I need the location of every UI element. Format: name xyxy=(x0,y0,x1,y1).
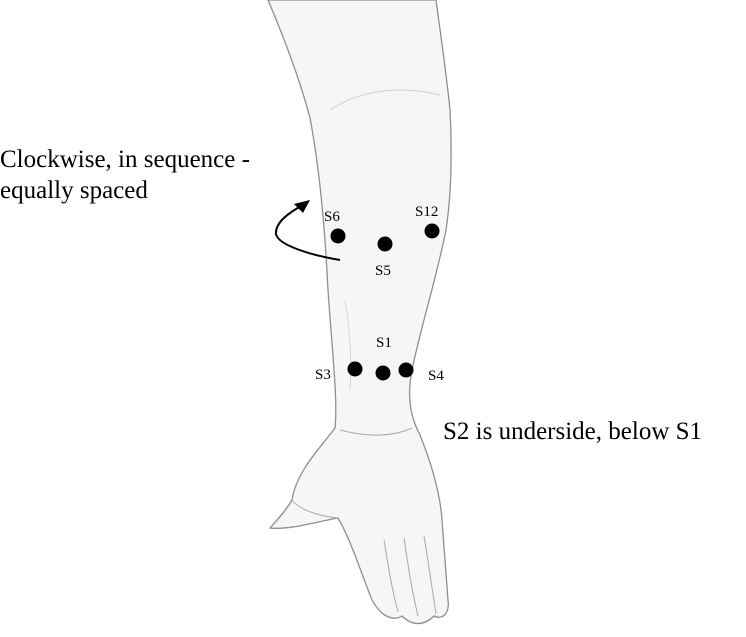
clockwise-note: Clockwise, in sequence - equally spaced xyxy=(0,144,250,206)
sensor-marker-s1 xyxy=(375,365,391,381)
sensor-label-s1: S1 xyxy=(376,335,392,351)
sensor-marker-s12 xyxy=(424,223,440,239)
sensor-label-s4: S4 xyxy=(428,368,444,384)
sensor-marker-s6 xyxy=(330,228,346,244)
finger-line-3 xyxy=(423,535,437,615)
forearm-shading-2 xyxy=(344,299,352,391)
finger-line-2 xyxy=(403,537,419,617)
underside-note: S2 is underside, below S1 xyxy=(443,418,703,445)
finger-line-1 xyxy=(383,539,399,613)
sensor-label-s5: S5 xyxy=(375,263,391,279)
sensor-label-s12: S12 xyxy=(415,204,438,220)
sensor-marker-s3 xyxy=(347,361,363,377)
sensor-marker-s4 xyxy=(398,362,414,378)
thumb-line xyxy=(291,499,339,519)
wrist-crease xyxy=(339,427,413,436)
clockwise-arrow xyxy=(275,204,341,261)
forearm-shading xyxy=(329,89,441,111)
sensor-marker-s5 xyxy=(377,236,393,252)
arrow-head-icon xyxy=(294,200,310,213)
sensor-label-s6: S6 xyxy=(324,209,340,225)
clockwise-note-line-2: equally spaced xyxy=(0,177,148,204)
clockwise-note-line-1: Clockwise, in sequence - xyxy=(0,146,250,173)
sensor-label-s3: S3 xyxy=(315,367,331,383)
arm-outline xyxy=(267,0,452,625)
